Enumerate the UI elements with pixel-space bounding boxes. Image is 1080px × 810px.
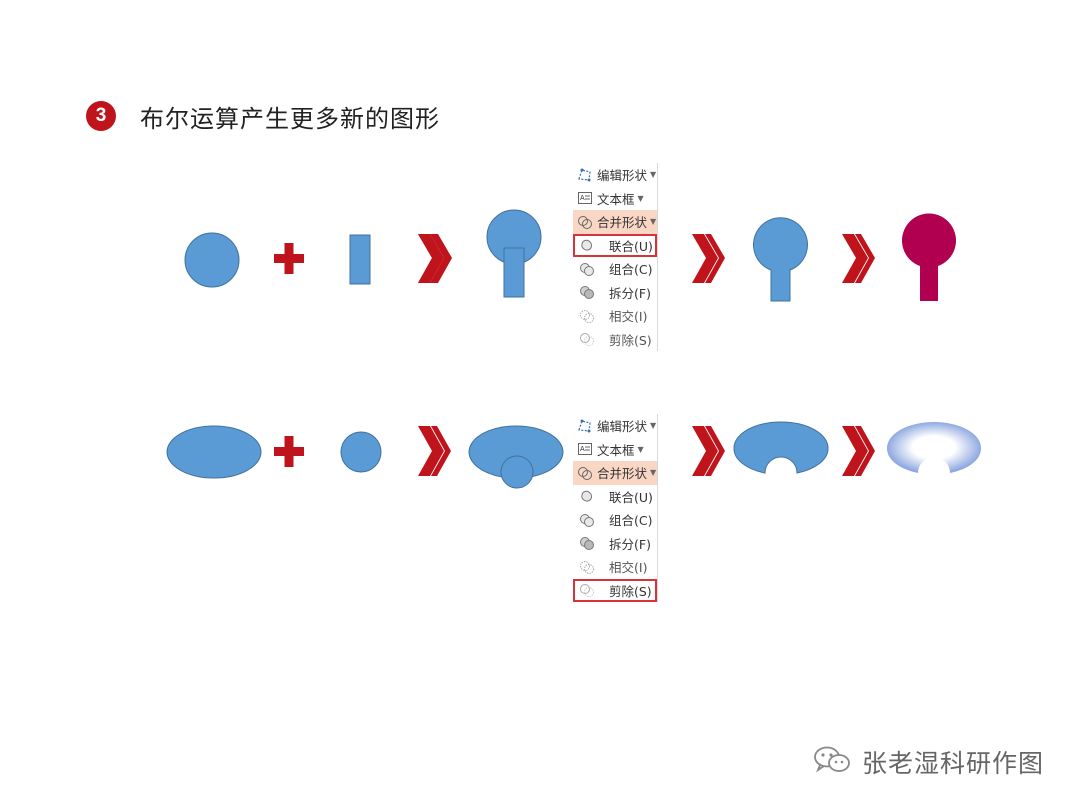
- arrow-icon: [418, 234, 452, 283]
- overlapped-shapes: [468, 425, 564, 489]
- edit-shape-icon: [577, 167, 593, 183]
- chevron-down-icon: ▼: [637, 193, 644, 203]
- edit-shape-icon: [577, 418, 593, 434]
- wechat-icon: [812, 745, 852, 779]
- intersect-icon: [579, 559, 595, 575]
- fragment-icon: [579, 535, 595, 551]
- arrow-icon: [842, 426, 875, 476]
- arrow-icon: [418, 426, 451, 476]
- merge-shapes-icon: [577, 465, 593, 481]
- menu-item-textbox[interactable]: A 文本框▼: [573, 187, 657, 211]
- subtract-icon: [579, 582, 595, 598]
- small-circle-shape: [340, 431, 382, 473]
- intersect-icon: [579, 308, 595, 324]
- watermark-text: 张老湿科研作图: [861, 749, 1044, 778]
- menu-item-merge-shapes[interactable]: 合并形状▼: [573, 210, 657, 234]
- arrow-icon: [692, 234, 725, 283]
- union-icon: [579, 488, 595, 504]
- menu-item-intersect[interactable]: 相交(I): [573, 304, 657, 328]
- menu-item-combine[interactable]: 组合(C): [573, 257, 657, 281]
- menu-item-combine[interactable]: 组合(C): [573, 508, 657, 532]
- watermark: 张老湿科研作图: [812, 744, 1044, 780]
- svg-text:A: A: [580, 195, 585, 202]
- arrow-icon: [692, 426, 725, 476]
- menu-item-edit-shape[interactable]: 编辑形状▼: [573, 414, 657, 438]
- section-title: 布尔运算产生更多新的图形: [140, 104, 440, 133]
- combine-icon: [579, 261, 595, 277]
- svg-text:A: A: [580, 446, 585, 453]
- combine-icon: [579, 512, 595, 528]
- chevron-down-icon: ▼: [650, 468, 657, 478]
- menu-item-subtract[interactable]: 剪除(S): [573, 578, 657, 602]
- overlapped-shapes: [486, 209, 542, 298]
- menu-item-fragment[interactable]: 拆分(F): [573, 532, 657, 556]
- menu-item-union[interactable]: 联合(U): [573, 233, 657, 257]
- merge-shapes-menu: 编辑形状▼ A 文本框▼ 合并形状▼ 联合(U) 组合(C) 拆分(F) 相交: [573, 414, 658, 602]
- section-heading: 3 布尔运算产生更多新的图形: [86, 96, 440, 136]
- menu-item-merge-shapes[interactable]: 合并形状▼: [573, 461, 657, 485]
- menu-item-fragment[interactable]: 拆分(F): [573, 281, 657, 305]
- ellipse-shape: [166, 425, 262, 479]
- plus-icon: [274, 243, 304, 274]
- menu-item-subtract[interactable]: 剪除(S): [573, 328, 657, 352]
- subtract-result-styled-shape: [886, 422, 982, 473]
- menu-item-edit-shape[interactable]: 编辑形状▼: [573, 163, 657, 187]
- chevron-down-icon: ▼: [650, 170, 657, 180]
- menu-item-textbox[interactable]: A 文本框▼: [573, 438, 657, 462]
- plus-icon: [274, 436, 304, 467]
- union-result-shape: [753, 217, 808, 302]
- rectangle-shape: [349, 234, 371, 285]
- chevron-down-icon: ▼: [637, 444, 644, 454]
- arrow-icon: [842, 234, 875, 283]
- subtract-result-shape: [733, 421, 829, 474]
- section-number-badge: 3: [86, 101, 116, 131]
- merge-shapes-menu: 编辑形状▼ A 文本框▼ 合并形状▼ 联合(U) 组合(C) 拆分(F) 相交: [573, 163, 658, 351]
- chevron-down-icon: ▼: [650, 217, 657, 227]
- circle-shape: [184, 232, 240, 288]
- textbox-icon: A: [577, 441, 593, 457]
- menu-item-intersect[interactable]: 相交(I): [573, 555, 657, 579]
- fragment-icon: [579, 284, 595, 300]
- menu-item-union[interactable]: 联合(U): [573, 485, 657, 509]
- textbox-icon: A: [577, 190, 593, 206]
- merge-shapes-icon: [577, 214, 593, 230]
- union-icon: [579, 237, 595, 253]
- union-result-styled-shape: [902, 213, 957, 301]
- subtract-icon: [579, 331, 595, 347]
- chevron-down-icon: ▼: [650, 421, 657, 431]
